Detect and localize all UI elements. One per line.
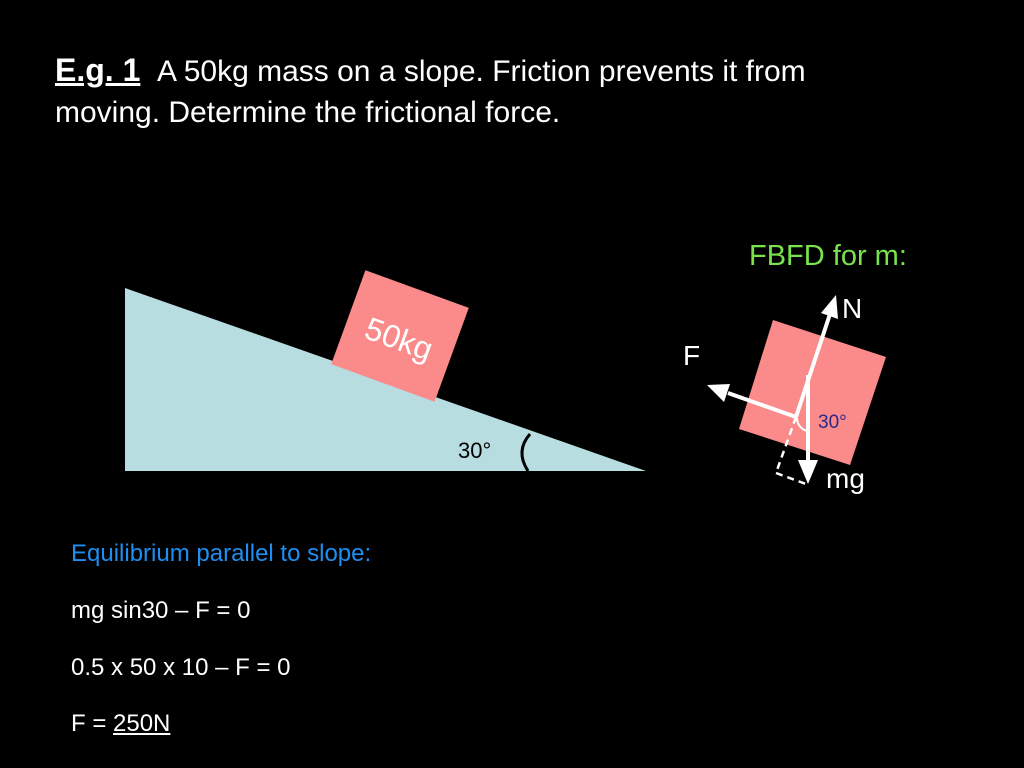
working-heading: Equilibrium parallel to slope: <box>71 540 372 567</box>
slope-angle-arc <box>520 433 532 472</box>
mass-block: 50kg <box>331 270 469 402</box>
friction-arrowhead <box>707 384 730 402</box>
answer-value: 250N <box>113 710 171 737</box>
question-text-line1: A 50kg mass on a slope. Friction prevent… <box>157 55 806 88</box>
normal-arrow <box>794 313 832 418</box>
fbd-angle-label: 30° <box>818 412 847 433</box>
normal-force-label: N <box>842 293 862 324</box>
slope-angle-label: 30° <box>458 438 491 463</box>
example-label: E.g. 1 <box>55 52 141 88</box>
friction-force-label: F <box>683 340 700 371</box>
question-text-line2: moving. Determine the frictional force. <box>55 96 561 129</box>
question-title: E.g. 1 A 50kg mass on a slope. Friction … <box>55 50 806 133</box>
fbd-angle-arc <box>795 417 809 432</box>
working-equation-1: mg sin30 – F = 0 <box>71 597 251 624</box>
working-answer: F = 250N <box>71 710 170 738</box>
friction-arrow <box>727 391 797 419</box>
normal-arrowhead <box>821 295 838 319</box>
weight-label: mg <box>826 463 865 494</box>
fbd-block <box>739 320 886 465</box>
fbfd-heading: FBFD for m: <box>749 240 907 272</box>
answer-prefix: F = <box>71 710 114 737</box>
component-line-base <box>775 471 807 486</box>
working-equation-2: 0.5 x 50 x 10 – F = 0 <box>71 654 291 681</box>
component-line-perpendicular <box>774 416 798 474</box>
free-body-diagram: N F mg 30° <box>683 293 886 494</box>
weight-arrowhead <box>798 460 818 484</box>
